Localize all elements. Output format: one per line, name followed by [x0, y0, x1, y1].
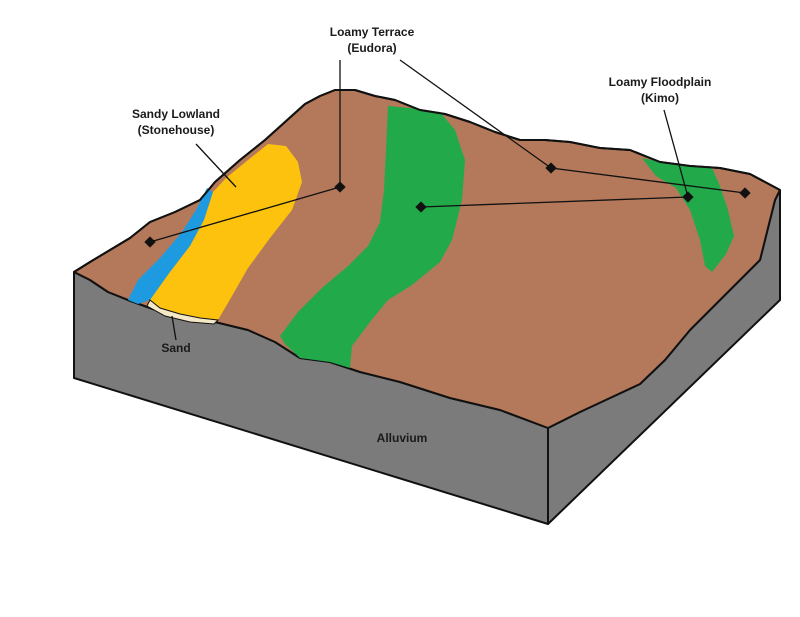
label-loamy-floodplain-line2: (Kimo) — [641, 91, 679, 105]
surface-outline — [73, 89, 781, 273]
loamy-floodplain-band — [642, 158, 734, 272]
marker-terrace-center — [334, 181, 346, 193]
label-loamy-floodplain: Loamy Floodplain (Kimo) — [590, 74, 730, 106]
sandy-lowland-band — [150, 144, 302, 320]
leader-sandy-lowland — [195, 143, 237, 188]
leader-floodplain-to-terrace — [420, 196, 689, 208]
leader-lines — [149, 59, 746, 341]
label-loamy-terrace-line1: Loamy Terrace — [329, 25, 415, 39]
label-sandy-lowland: Sandy Lowland (Stonehouse) — [116, 106, 236, 138]
marker-sandy-lowland — [144, 236, 156, 248]
loamy-terrace-band — [280, 106, 465, 368]
leader-terrace-diagonal — [399, 59, 552, 169]
label-alluvium: Alluvium — [362, 430, 442, 446]
leader-sand — [171, 315, 177, 341]
label-alluvium-text: Alluvium — [376, 431, 428, 445]
marker-floodplain — [682, 191, 694, 203]
label-sandy-lowland-line2: (Stonehouse) — [137, 123, 215, 137]
leader-terrace-to-lowland — [149, 186, 341, 243]
label-loamy-floodplain-line1: Loamy Floodplain — [608, 75, 712, 89]
label-loamy-terrace: Loamy Terrace (Eudora) — [312, 24, 432, 56]
river — [128, 188, 213, 304]
leader-terrace-to-right — [550, 167, 746, 194]
sand-deposit — [146, 299, 220, 325]
leader-floodplain-vertical — [663, 109, 689, 198]
label-sandy-lowland-line1: Sandy Lowland — [131, 107, 220, 121]
label-sand: Sand — [148, 340, 204, 356]
label-sand-text: Sand — [161, 341, 191, 355]
marker-terrace-upper — [545, 162, 557, 174]
marker-terrace-green — [415, 201, 427, 213]
label-loamy-terrace-line2: (Eudora) — [347, 41, 397, 55]
marker-far-right — [739, 187, 751, 199]
